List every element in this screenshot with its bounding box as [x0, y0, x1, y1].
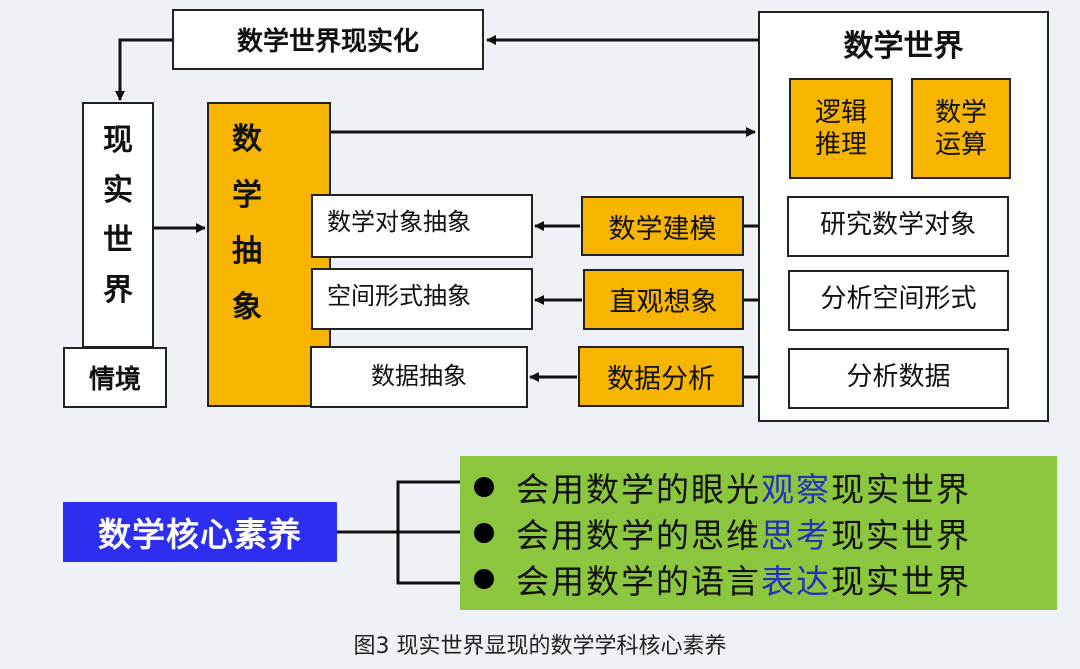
real-world-char-4: 界: [103, 273, 133, 308]
math-operation-box: 数学 运算: [911, 78, 1011, 179]
logic-line-1: 逻辑: [814, 97, 867, 128]
row1-right-label: 研究数学对象: [819, 210, 976, 240]
real-world-char-2: 实: [103, 173, 133, 208]
logic-reasoning-box: 逻辑 推理: [789, 78, 893, 179]
row3-left-box: 数据抽象: [310, 346, 528, 408]
row2-left-label: 空间形式抽象: [327, 282, 471, 310]
core-items-panel: 会用数学的眼光观察现实世界 会用数学的思维思考现实世界 会用数学的语言表达现实世…: [460, 456, 1057, 610]
core-competency-label-box: 数学核心素养: [63, 502, 337, 562]
realization-label: 数学世界现实化: [236, 27, 419, 57]
core-item: 会用数学的语言表达现实世界: [474, 556, 1057, 602]
abstraction-char-3: 抽: [232, 234, 262, 269]
core-item: 会用数学的眼光观察现实世界: [474, 464, 1057, 510]
row1-middle-label: 数学建模: [608, 213, 717, 245]
core-item-1-key: 观察: [761, 470, 831, 509]
core-item-1-pre: 会用数学的眼光: [516, 470, 761, 509]
real-world-box: 现 实 世 界: [82, 102, 154, 348]
core-item-3-post: 现实世界: [831, 562, 971, 601]
logic-line-2: 推理: [814, 129, 867, 160]
arrow-realization-to-realworld: [115, 38, 172, 101]
core-item-2-pre: 会用数学的思维: [516, 516, 761, 555]
row3-right-label: 分析数据: [846, 362, 951, 392]
realization-box: 数学世界现实化: [172, 9, 484, 70]
operation-line-2: 运算: [934, 129, 987, 160]
real-world-char-3: 世: [103, 223, 133, 258]
bullet-icon: [474, 477, 494, 497]
bullet-icon: [474, 523, 494, 543]
row3-right-box: 分析数据: [788, 348, 1009, 409]
situation-box: 情境: [63, 347, 167, 408]
operation-line-1: 数学: [934, 97, 987, 128]
row1-middle-box: 数学建模: [581, 196, 744, 256]
core-item-2-post: 现实世界: [831, 516, 971, 555]
core-item-3-pre: 会用数学的语言: [516, 562, 761, 601]
row1-left-label: 数学对象抽象: [327, 208, 471, 236]
row2-middle-box: 直观想象: [583, 269, 744, 330]
core-item-2-key: 思考: [761, 516, 831, 555]
core-item: 会用数学的思维思考现实世界: [474, 510, 1057, 556]
row3-left-label: 数据抽象: [371, 362, 467, 390]
figure-caption: 图3 现实世界显现的数学学科核心素养: [353, 634, 727, 659]
abstraction-char-1: 数: [232, 122, 262, 157]
row2-middle-label: 直观想象: [609, 287, 718, 318]
core-item-3-key: 表达: [761, 562, 831, 601]
core-item-1-post: 现实世界: [831, 470, 971, 509]
row2-right-box: 分析空间形式: [788, 270, 1009, 331]
bullet-icon: [474, 569, 494, 589]
abstraction-char-2: 学: [232, 178, 262, 213]
row3-middle-label: 数据分析: [607, 364, 715, 395]
real-world-char-1: 现: [103, 123, 133, 158]
row2-left-box: 空间形式抽象: [311, 268, 533, 330]
situation-label: 情境: [88, 365, 141, 395]
row2-right-label: 分析空间形式: [820, 284, 977, 314]
row1-left-box: 数学对象抽象: [311, 194, 533, 258]
row1-right-box: 研究数学对象: [787, 196, 1009, 257]
math-world-title: 数学世界: [843, 29, 964, 64]
core-competency-label: 数学核心素养: [98, 515, 302, 554]
abstraction-char-4: 象: [232, 290, 262, 325]
row3-middle-box: 数据分析: [578, 346, 744, 407]
